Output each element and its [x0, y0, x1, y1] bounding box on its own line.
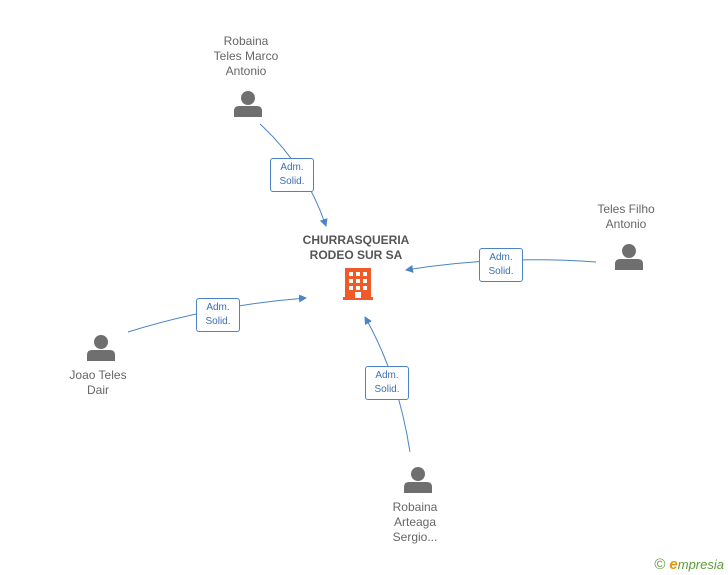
- brand-logo-e: e: [669, 556, 678, 573]
- company-name-line-2: RODEO SUR SA: [309, 248, 403, 262]
- person-label-robaina-arteaga-sergio[interactable]: Robaina Arteaga Sergio...: [365, 500, 465, 545]
- person-name-line: Antonio: [605, 217, 647, 231]
- building-icon[interactable]: [343, 268, 373, 300]
- relation-badge[interactable]: Adm. Solid.: [270, 158, 314, 192]
- relation-line-2: Solid.: [205, 316, 231, 327]
- person-name-line: Teles Filho: [597, 202, 655, 216]
- relation-line-2: Solid.: [374, 384, 400, 395]
- copyright-icon: ©: [654, 556, 666, 573]
- person-name-line: Robaina: [223, 34, 269, 48]
- person-name-line: Robaina: [392, 500, 438, 514]
- person-name-line: Dair: [86, 383, 109, 397]
- person-icon[interactable]: [404, 467, 432, 493]
- relation-badge[interactable]: Adm. Solid.: [196, 298, 240, 332]
- person-label-joao-teles-dair[interactable]: Joao Teles Dair: [48, 368, 148, 398]
- person-label-teles-filho-antonio[interactable]: Teles Filho Antonio: [576, 202, 676, 232]
- relation-line-1: Adm.: [206, 302, 230, 313]
- relation-line-2: Solid.: [279, 176, 305, 187]
- person-name-line: Joao Teles: [69, 368, 127, 382]
- relation-badge[interactable]: Adm. Solid.: [479, 248, 523, 282]
- relation-line-1: Adm.: [375, 370, 399, 381]
- person-icon[interactable]: [615, 244, 643, 270]
- person-name-line: Sergio...: [392, 530, 438, 544]
- relation-badge[interactable]: Adm. Solid.: [365, 366, 409, 400]
- relation-line-2: Solid.: [488, 266, 514, 277]
- relation-line-1: Adm.: [489, 252, 513, 263]
- person-name-line: Teles Marco: [213, 49, 279, 63]
- brand-logo[interactable]: ©empresia: [654, 556, 724, 573]
- person-icon[interactable]: [234, 91, 262, 117]
- person-label-robaina-teles-marco-antonio[interactable]: Robaina Teles Marco Antonio: [196, 34, 296, 79]
- company-name[interactable]: CHURRASQUERIA RODEO SUR SA: [286, 233, 426, 263]
- relation-line-1: Adm.: [280, 162, 304, 173]
- brand-logo-name: mpresia: [677, 557, 724, 572]
- person-name-line: Antonio: [225, 64, 267, 78]
- person-icon[interactable]: [87, 335, 115, 361]
- company-name-line-1: CHURRASQUERIA: [302, 233, 410, 247]
- person-name-line: Arteaga: [393, 515, 437, 529]
